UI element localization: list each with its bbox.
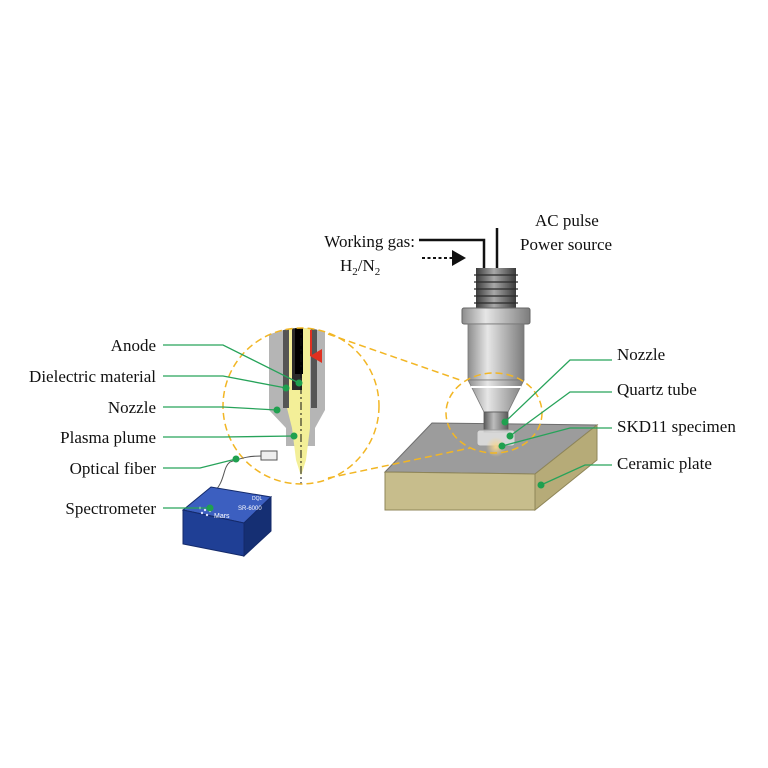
label-optical-fiber: Optical fiber bbox=[70, 459, 157, 478]
zoomed-nozzle bbox=[269, 328, 325, 484]
label-plasma-plume: Plasma plume bbox=[60, 428, 156, 447]
label-nozzle-left: Nozzle bbox=[108, 398, 156, 417]
label-power-source: Power source bbox=[520, 235, 612, 254]
leader-lines-left bbox=[163, 344, 303, 512]
label-ac-pulse: AC pulse bbox=[535, 211, 599, 230]
label-working-gas: Working gas: bbox=[324, 232, 415, 251]
zoom-connector-lines bbox=[327, 333, 471, 479]
zoom-detail-circle bbox=[222, 327, 380, 485]
spectrometer-device: Mars SR-6000 DQL bbox=[181, 486, 273, 558]
label-dielectric-material: Dielectric material bbox=[29, 367, 156, 386]
plasma-torch bbox=[419, 228, 531, 457]
label-gas-formula: H2/N2 bbox=[340, 256, 380, 278]
label-ceramic-plate: Ceramic plate bbox=[617, 454, 712, 473]
label-spectrometer: Spectrometer bbox=[65, 499, 156, 518]
label-quartz-tube: Quartz tube bbox=[617, 380, 697, 399]
label-nozzle-right: Nozzle bbox=[617, 345, 665, 364]
label-anode: Anode bbox=[111, 336, 156, 355]
spectrometer-brand: Mars bbox=[214, 513, 230, 520]
leader-lines-right bbox=[498, 359, 612, 489]
spectrometer-model: SR-6000 bbox=[238, 506, 262, 512]
spectrometer-logo: DQL bbox=[252, 496, 263, 502]
label-skd11-specimen: SKD11 specimen bbox=[617, 417, 736, 436]
